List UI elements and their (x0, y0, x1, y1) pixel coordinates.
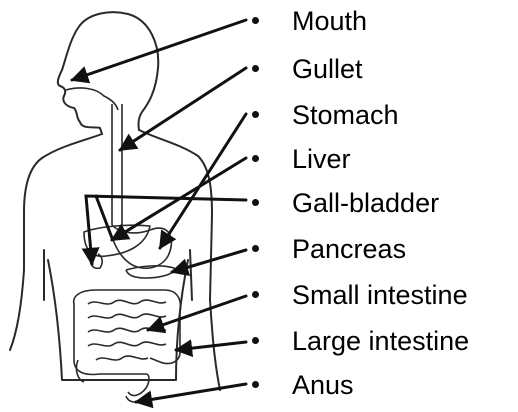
gullet-tube (112, 104, 122, 225)
small-intestine-shape (88, 300, 166, 360)
label-gall-bladder: Gall-bladder (292, 188, 439, 218)
bullet-pancreas (252, 245, 259, 252)
torso-outline (24, 130, 212, 300)
bullet-stomach (252, 111, 259, 118)
bullet-small-intestine (252, 291, 259, 298)
pointer-large-intestine (176, 342, 246, 350)
pointer-small-intestine (148, 296, 246, 330)
label-liver: Liver (292, 144, 351, 174)
bullet-anus (252, 381, 259, 388)
bullet-gullet (252, 65, 259, 72)
bullet-large-intestine (252, 337, 259, 344)
waist-outline (48, 260, 188, 380)
right-arm-outline (190, 250, 220, 390)
label-large-intestine: Large intestine (292, 326, 469, 356)
bullet-liver (252, 155, 259, 162)
label-mouth: Mouth (292, 6, 367, 36)
label-small-intestine: Small intestine (292, 280, 468, 310)
oral-cavity (66, 88, 118, 110)
pointer-gall-bladder-branch (96, 196, 112, 238)
pointer-stomach (160, 114, 246, 248)
pointer-anus (136, 384, 246, 402)
head-outline (58, 12, 158, 134)
label-anus: Anus (292, 370, 354, 400)
pointer-pancreas (172, 250, 246, 272)
label-gullet: Gullet (292, 54, 363, 84)
pointer-mouth (72, 20, 246, 80)
bullet-mouth (252, 17, 259, 24)
label-pancreas: Pancreas (292, 234, 406, 264)
label-stomach: Stomach (292, 100, 399, 130)
pointer-gullet (120, 68, 246, 150)
left-arm-outline (10, 250, 44, 350)
bullet-gall-bladder (252, 199, 259, 206)
